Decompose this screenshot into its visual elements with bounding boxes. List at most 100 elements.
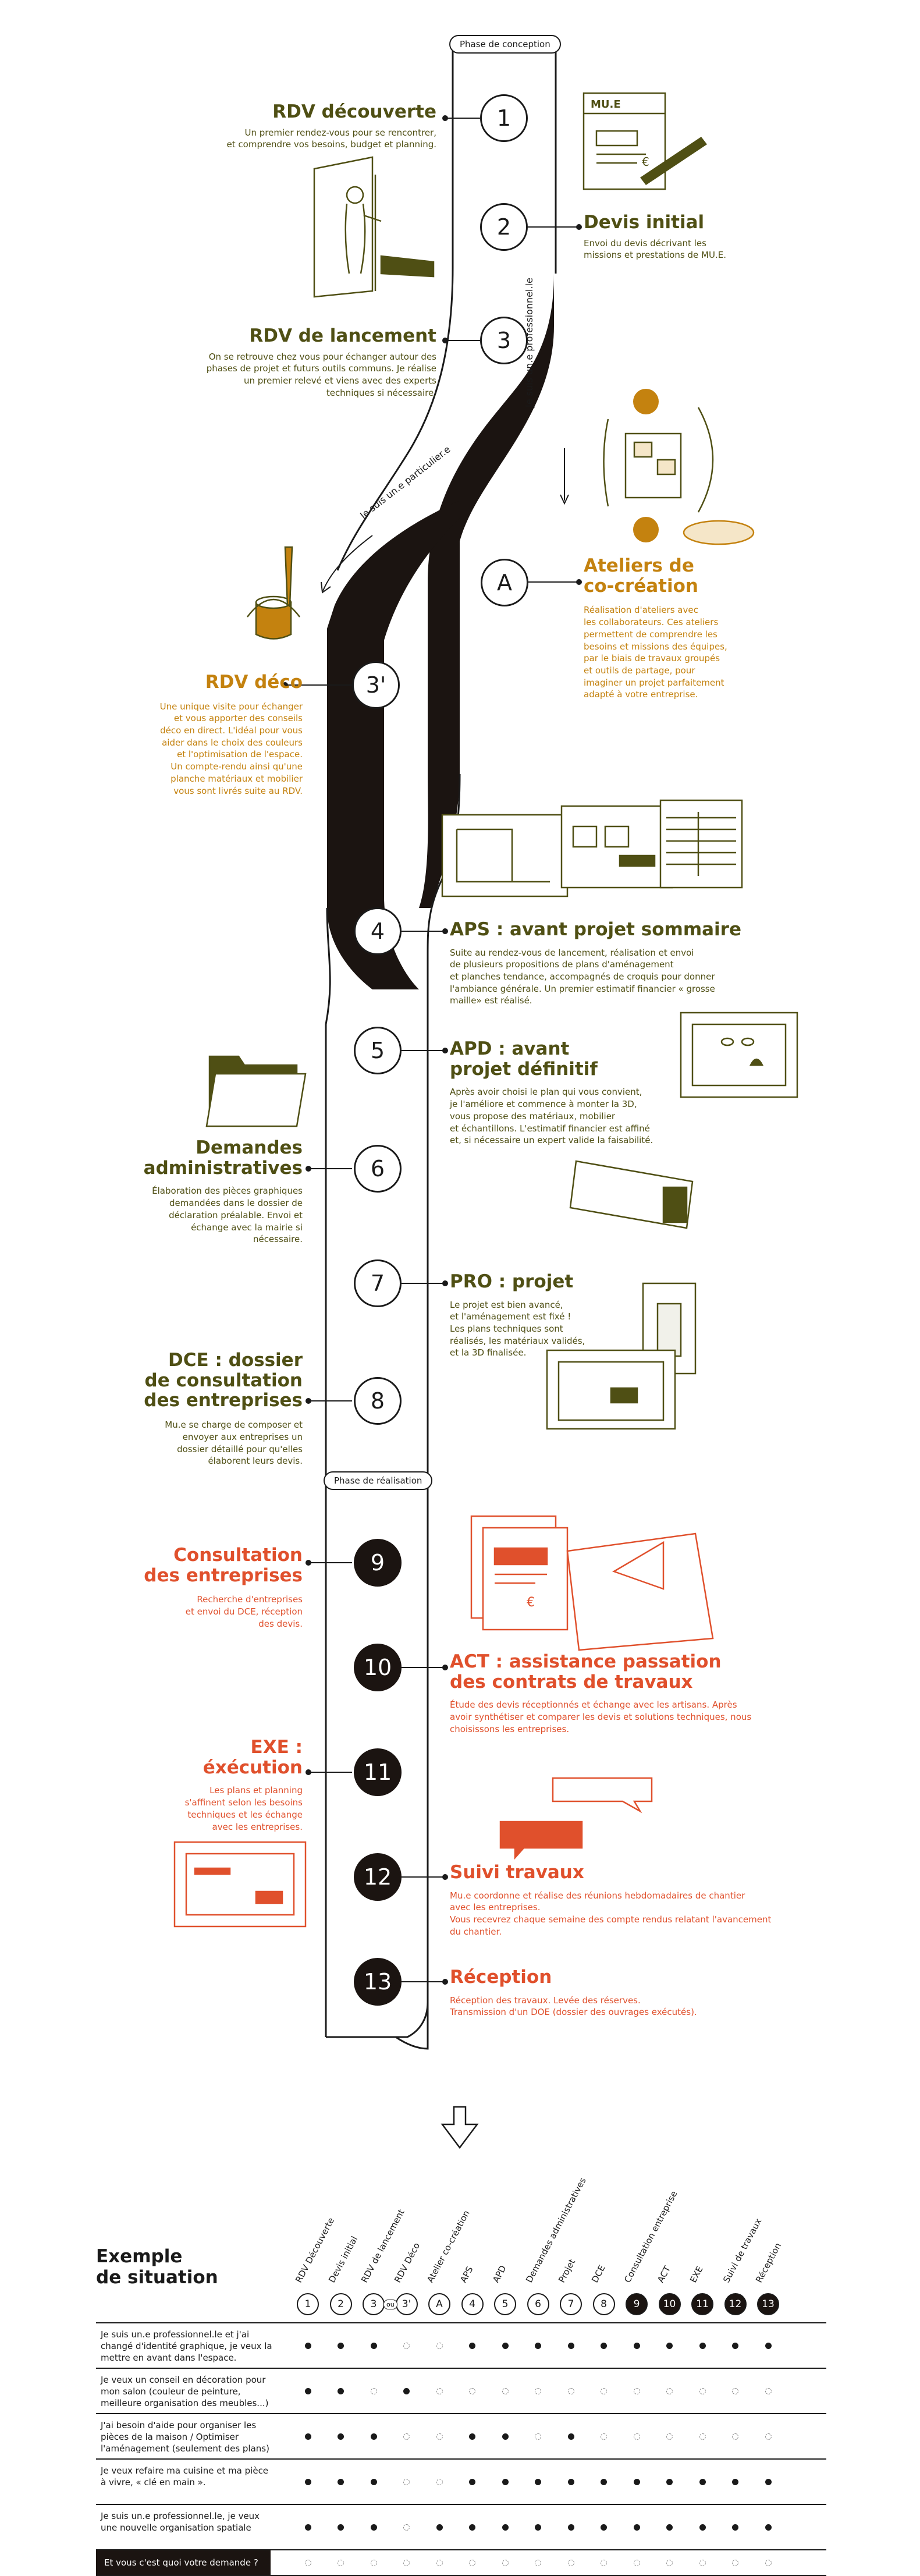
filled-dot-icon: [699, 2342, 706, 2349]
matrix-row[interactable]: Je suis un.e professionnel.le, je veux u…: [96, 2504, 826, 2550]
step-circle-12[interactable]: 12: [354, 1853, 402, 1901]
matrix-row-question: J'ai besoin d'aide pour organiser les pi…: [101, 2420, 269, 2454]
filled-dot-icon: [765, 2342, 772, 2349]
step-11-title: EXE : éxécution: [203, 1737, 303, 1778]
dashed-circle-icon: [601, 2559, 607, 2566]
matrix-cta-row[interactable]: Et vous c'est quoi votre demande ?: [96, 2549, 826, 2576]
matrix-row[interactable]: Je suis un.e professionnel.le et j'ai ch…: [96, 2322, 826, 2369]
step-3-desc: On se retrouve chez vous pour échanger a…: [206, 351, 436, 398]
devis-illustration-euro: €: [642, 155, 649, 169]
matrix-column-number: 10: [658, 2293, 681, 2315]
step-circle-2[interactable]: 2: [480, 203, 528, 251]
filled-dot-icon: [601, 2342, 607, 2349]
step-circle-4[interactable]: 4: [354, 907, 402, 955]
matrix-cell-optional: [467, 2385, 478, 2397]
filled-dot-icon: [666, 2524, 673, 2531]
dashed-circle-icon: [469, 2387, 475, 2394]
step-circle-7[interactable]: 7: [354, 1259, 402, 1307]
step-13-desc: Réception des travaux. Levée des réserve…: [450, 1995, 697, 2018]
dashed-circle-icon: [403, 2524, 410, 2531]
filled-dot-icon: [732, 2478, 738, 2485]
step-11-block: EXE : éxécution Les plans et planning s'…: [128, 1737, 303, 1833]
dashed-circle-icon: [699, 2387, 706, 2394]
matrix-column-number: 13: [757, 2293, 779, 2315]
matrix-cell-included: [368, 2430, 379, 2442]
step-circle-a[interactable]: A: [481, 559, 528, 606]
dashed-circle-icon: [370, 2387, 377, 2394]
matrix-cell-included: [335, 2385, 347, 2397]
filled-dot-icon: [436, 2524, 443, 2531]
filled-dot-icon: [304, 2342, 311, 2349]
step-circle-8[interactable]: 8: [354, 1377, 402, 1425]
matrix-row[interactable]: Je veux refaire ma cuisine et ma pièce à…: [96, 2458, 826, 2505]
filled-dot-icon: [765, 2478, 772, 2485]
consultation-illustration-euro: €: [527, 1595, 535, 1610]
matrix-cell-optional: [664, 2430, 676, 2442]
matrix-column-number: 11: [691, 2293, 713, 2315]
dashed-circle-icon: [699, 2433, 706, 2440]
matrix-row-question: Je suis un.e professionnel.le, je veux u…: [101, 2511, 260, 2533]
filled-dot-icon: [699, 2524, 706, 2531]
matrix-cell-optional: [532, 2430, 544, 2442]
step-10-desc: Étude des devis réceptionnés et échange …: [450, 1699, 752, 1734]
dashed-circle-icon: [666, 2433, 673, 2440]
matrix-column-label-text: Projet: [556, 2257, 578, 2284]
filled-dot-icon: [338, 2342, 344, 2349]
pro-3d-plan-illustration: [546, 1282, 697, 1430]
matrix-cell-included: [532, 2340, 544, 2351]
step-circle-9[interactable]: 9: [354, 1539, 402, 1587]
matrix-cell-optional: [434, 2476, 445, 2488]
matrix-cell-included: [565, 2340, 577, 2351]
step-circle-13[interactable]: 13: [354, 1958, 402, 2006]
matrix-cell-optional: [434, 2557, 445, 2568]
matrix-cell-included: [631, 2476, 642, 2488]
filled-dot-icon: [567, 2524, 574, 2531]
dashed-circle-icon: [502, 2559, 509, 2566]
filled-dot-icon: [633, 2524, 640, 2531]
filled-dot-icon: [338, 2478, 344, 2485]
private-branch-fill: [327, 501, 460, 989]
down-arrow-to-table: [441, 2106, 479, 2149]
matrix-cell-optional: [730, 2557, 741, 2568]
filled-dot-icon: [633, 2342, 640, 2349]
matrix-column-label: EXE: [688, 2206, 715, 2290]
matrix-cell-included: [302, 2521, 314, 2533]
matrix-cell-optional: [598, 2557, 610, 2568]
matrix-cta-question[interactable]: Et vous c'est quoi votre demande ?: [96, 2550, 271, 2575]
private-arrowhead: [321, 581, 331, 594]
step-circle-3[interactable]: 3: [480, 317, 528, 364]
matrix-column-number: 2: [329, 2293, 352, 2315]
filled-dot-icon: [567, 2478, 574, 2485]
matrix-or-badge: ou: [383, 2300, 397, 2309]
matrix-cell-optional: [401, 2430, 413, 2442]
dashed-circle-icon: [403, 2559, 410, 2566]
matrix-cell-optional: [664, 2385, 676, 2397]
dashed-circle-icon: [567, 2387, 574, 2394]
step-circle-1[interactable]: 1: [480, 94, 528, 142]
step-circle-6[interactable]: 6: [354, 1145, 402, 1193]
matrix-row[interactable]: Je veux un conseil en décoration pour mo…: [96, 2368, 826, 2414]
step-circle-3-prime[interactable]: 3': [352, 661, 400, 709]
step-circle-5[interactable]: 5: [354, 1027, 402, 1074]
filled-dot-icon: [370, 2342, 377, 2349]
matrix-cell-included: [565, 2521, 577, 2533]
matrix-cell-included: [664, 2521, 676, 2533]
dashed-circle-icon: [666, 2559, 673, 2566]
step-circle-11[interactable]: 11: [354, 1748, 402, 1796]
dashed-circle-icon: [535, 2387, 541, 2394]
matrix-column-label-text: ACT: [655, 2264, 673, 2284]
dashed-circle-icon: [699, 2559, 706, 2566]
step-12-block: Suivi travaux Mu.e coordonne et réalise …: [450, 1862, 822, 1938]
matrix-column-number: 9: [626, 2293, 648, 2315]
matrix-row[interactable]: J'ai besoin d'aide pour organiser les pi…: [96, 2413, 826, 2460]
step-2-desc: Envoi du devis décrivant les missions et…: [584, 237, 726, 261]
step-circle-10[interactable]: 10: [354, 1644, 402, 1691]
step-4-desc: Suite au rendez-vous de lancement, réali…: [450, 947, 715, 1006]
matrix-column-label: Réception: [754, 2206, 783, 2290]
filled-dot-icon: [567, 2433, 574, 2440]
step-1-desc: Un premier rendez-vous pour se rencontre…: [226, 127, 436, 150]
matrix-cell-included: [368, 2340, 379, 2351]
matrix-cell-included: [302, 2385, 314, 2397]
matrix-column-label-text: EXE: [688, 2264, 705, 2284]
exe-plan-illustration: [173, 1841, 307, 1928]
